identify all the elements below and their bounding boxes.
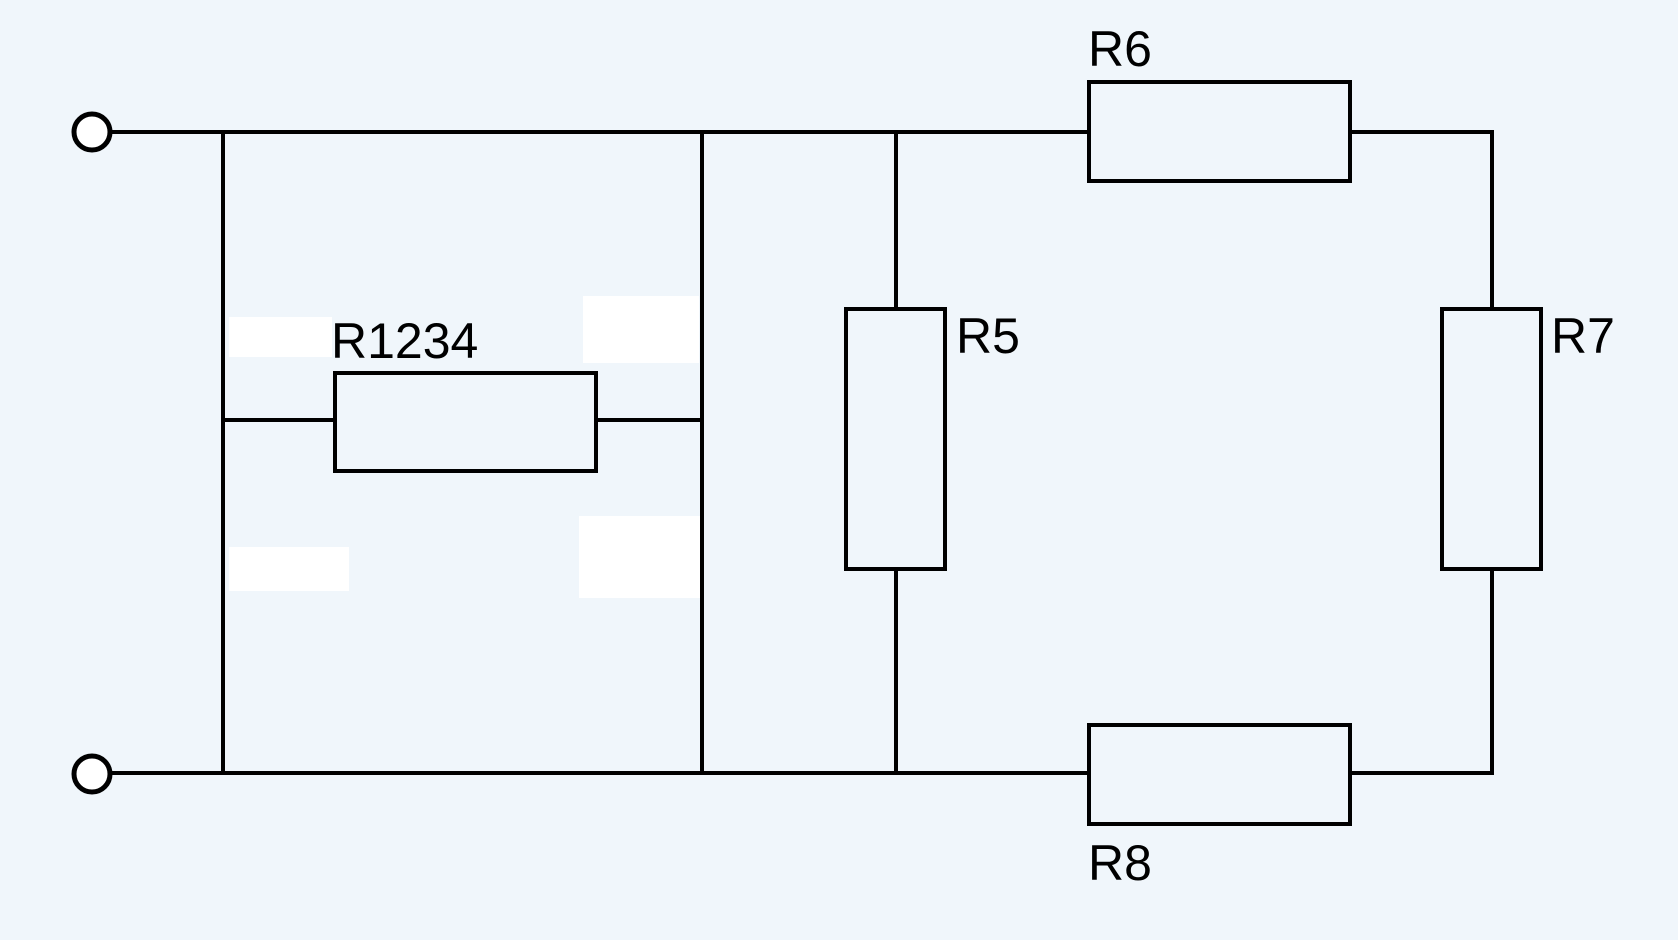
resistor-r8 [1087,723,1352,826]
resistor-r1234 [333,371,598,473]
white-patch-1 [229,317,332,357]
label-r7: R7 [1551,308,1615,364]
resistor-r6 [1087,80,1352,183]
white-patch-4 [579,516,701,598]
label-r8: R8 [1088,835,1152,891]
white-patch-3 [229,547,349,591]
bottom-terminal [71,753,113,795]
wires [106,130,1494,775]
label-r6: R6 [1088,21,1152,77]
white-patch-2 [583,296,699,363]
top-terminal [71,111,113,153]
resistor-r5 [844,307,947,571]
resistor-r7 [1440,307,1543,571]
label-r5: R5 [956,308,1020,364]
label-r1234: R1234 [331,313,478,369]
